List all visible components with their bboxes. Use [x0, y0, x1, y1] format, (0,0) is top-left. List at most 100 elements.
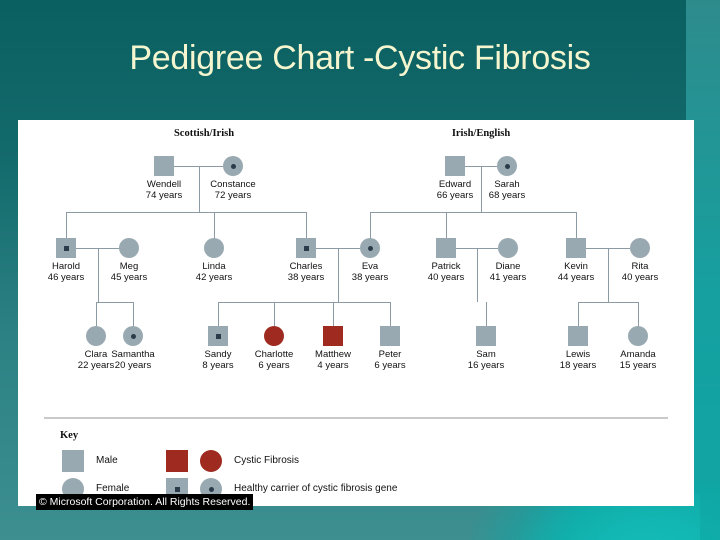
person-name: Matthew — [315, 349, 351, 360]
sibship-bar-kevin-rita — [578, 302, 638, 303]
sibship-drop-kevin-rita-1 — [638, 302, 639, 326]
person-name: Samantha — [111, 349, 155, 360]
person-name: Edward — [438, 179, 472, 190]
person-charlotte — [264, 326, 284, 346]
person-name: Peter — [378, 349, 402, 360]
person-amanda — [628, 326, 648, 346]
person-name: Charles — [289, 261, 323, 272]
person-age: 45 years — [110, 272, 148, 283]
person-name: Wendell — [146, 179, 182, 190]
descent-line-family2 — [481, 166, 482, 212]
symbol-male-carrier — [56, 238, 76, 258]
key-female-label: Female — [96, 483, 130, 494]
person-age: 6 years — [258, 360, 290, 371]
person-age: 8 years — [202, 360, 234, 371]
person-age: 66 years — [436, 190, 474, 201]
descent-line-kevin-rita — [608, 248, 609, 302]
symbol-female-affected — [264, 326, 284, 346]
person-age: 74 years — [145, 190, 183, 201]
person-age: 40 years — [427, 272, 465, 283]
person-name: Patrick — [431, 261, 461, 272]
descent-line-patrick-diane — [477, 248, 478, 302]
person-clara — [86, 326, 106, 346]
sibship-bar-harold-meg — [96, 302, 133, 303]
key-affected-label: Cystic Fibrosis — [234, 455, 300, 466]
person-diane — [498, 238, 518, 258]
person-rita — [630, 238, 650, 258]
symbol-male-unaffected — [445, 156, 465, 176]
sibship-drop-charles-eva-0 — [218, 302, 219, 326]
symbol-male-unaffected — [380, 326, 400, 346]
person-sam — [476, 326, 496, 346]
symbol-male-unaffected — [566, 238, 586, 258]
person-meg — [119, 238, 139, 258]
sibship-drop-harold-meg-0 — [96, 302, 97, 326]
symbol-female-unaffected — [628, 326, 648, 346]
person-name: Constance — [210, 179, 256, 190]
person-name: Sandy — [204, 349, 232, 360]
key-male-symbol — [62, 450, 84, 472]
symbol-male-unaffected — [476, 326, 496, 346]
person-wendell — [154, 156, 174, 176]
person-edward — [445, 156, 465, 176]
person-harold — [56, 238, 76, 258]
symbol-female-carrier — [223, 156, 243, 176]
person-name: Harold — [52, 261, 80, 272]
key-heading: Key — [60, 430, 79, 441]
sibship-drop-kevin-rita-0 — [578, 302, 579, 326]
person-peter — [380, 326, 400, 346]
person-age: 38 years — [351, 272, 389, 283]
person-age: 46 years — [47, 272, 85, 283]
symbol-male-unaffected — [436, 238, 456, 258]
copyright-notice: © Microsoft Corporation. All Rights Rese… — [36, 494, 254, 510]
sibship-bar-family1 — [66, 212, 306, 213]
person-age: 20 years — [114, 360, 152, 371]
person-name: Kevin — [564, 261, 588, 272]
person-age: 16 years — [467, 360, 505, 371]
sibship-drop-family1-0 — [66, 212, 67, 238]
person-name: Linda — [202, 261, 226, 272]
person-matthew — [323, 326, 343, 346]
symbol-male-affected — [323, 326, 343, 346]
sibship-bar-charles-eva — [218, 302, 390, 303]
key-affected-circle-symbol — [200, 450, 222, 472]
person-kevin — [566, 238, 586, 258]
person-sarah — [497, 156, 517, 176]
symbol-female-unaffected — [630, 238, 650, 258]
sibship-bar-family2 — [370, 212, 576, 213]
person-eva — [360, 238, 380, 258]
person-name: Sam — [476, 349, 496, 360]
person-age: 15 years — [619, 360, 657, 371]
person-age: 38 years — [287, 272, 325, 283]
symbol-female-unaffected — [119, 238, 139, 258]
symbol-female-carrier — [497, 156, 517, 176]
person-lewis — [568, 326, 588, 346]
sibship-drop-family2-1 — [446, 212, 447, 238]
symbol-female-unaffected — [204, 238, 224, 258]
person-name: Diane — [495, 261, 521, 272]
person-age: 44 years — [557, 272, 595, 283]
symbol-female-unaffected — [86, 326, 106, 346]
person-samantha — [123, 326, 143, 346]
key-divider — [44, 417, 668, 419]
symbol-female-carrier — [123, 326, 143, 346]
symbol-male-unaffected — [568, 326, 588, 346]
symbol-male-unaffected — [154, 156, 174, 176]
descent-line-charles-eva — [338, 248, 339, 302]
person-name: Meg — [119, 261, 139, 272]
